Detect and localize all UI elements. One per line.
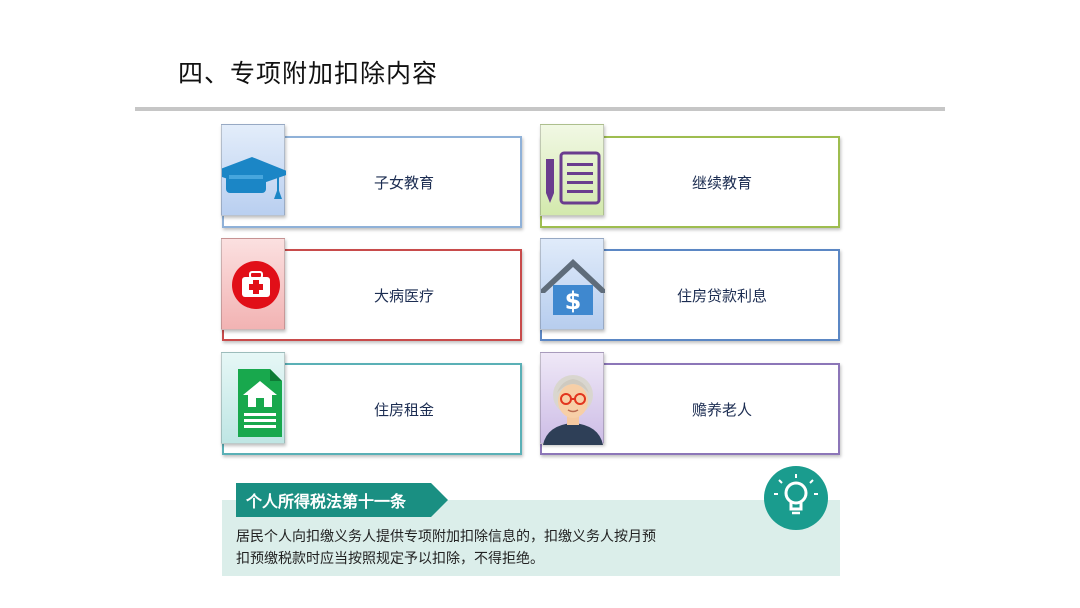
card-label: 大病医疗: [373, 286, 434, 305]
medical-kit-icon: [221, 238, 285, 330]
page-title: 四、专项附加扣除内容: [178, 59, 439, 88]
document-pen-icon: [540, 124, 604, 216]
card-label: 住房贷款利息: [676, 286, 767, 305]
law-article-text: 居民个人向扣缴义务人提供专项附加扣除信息的，扣缴义务人按月预 扣预缴税款时应当按…: [236, 526, 736, 570]
law-text-line-1: 居民个人向扣缴义务人提供专项附加扣除信息的，扣缴义务人按月预: [236, 529, 656, 545]
lightbulb-icon: [764, 466, 828, 530]
card-label: 住房租金: [373, 400, 434, 419]
title-divider: [135, 107, 945, 111]
card-label: 赡养老人: [691, 400, 752, 419]
elderly-person-icon: [540, 352, 604, 445]
law-article-tag: 个人所得税法第十一条: [236, 483, 448, 517]
svg-text:$: $: [565, 287, 582, 315]
law-text-line-2: 扣预缴税款时应当按照规定予以扣除，不得拒绝。: [236, 551, 544, 567]
rental-document-icon: [221, 352, 285, 444]
house-dollar-icon: $: [540, 238, 605, 330]
graduation-cap-icon: [221, 124, 286, 216]
card-label: 子女教育: [373, 173, 434, 192]
card-label: 继续教育: [691, 173, 752, 192]
